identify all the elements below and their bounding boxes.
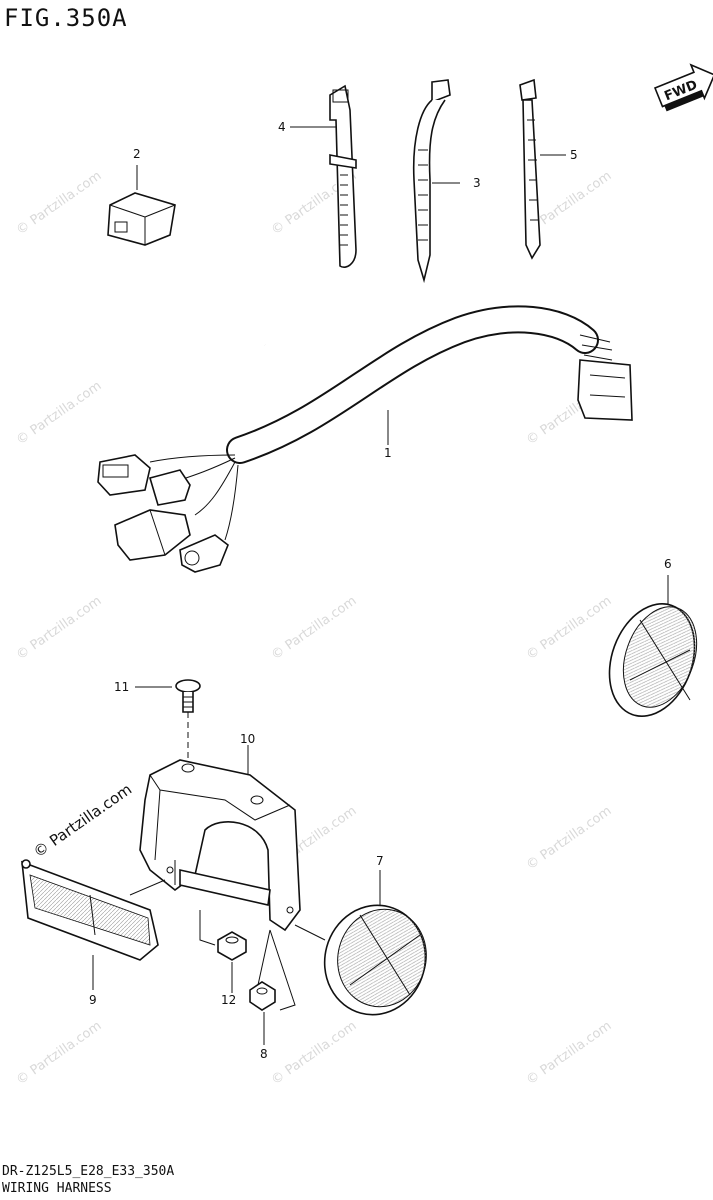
watermark-text: © Partzilla.com [14, 1018, 105, 1088]
wiring-harness-part [97, 305, 633, 573]
callout-2: 2 [133, 147, 141, 161]
diagram-code: DR-Z125L5_E28_E33_350A [2, 1164, 175, 1179]
callout-labels: 2 4 3 5 1 6 11 10 7 9 12 8 [89, 120, 672, 1061]
switch-connector-part [107, 192, 267, 346]
watermark-text-dark: © Partzilla.com [30, 780, 135, 861]
callout-11: 11 [114, 680, 129, 694]
watermark-text: © Partzilla.com [14, 168, 105, 238]
callout-1: 1 [384, 446, 392, 460]
nut-part-8 [249, 981, 276, 1011]
clamp-part [412, 79, 451, 284]
watermark-text: © Partzilla.com [524, 803, 615, 873]
watermark-text: © Partzilla.com [269, 593, 360, 663]
screw-part [175, 679, 201, 713]
reflector-part-7 [323, 904, 427, 1016]
callout-6: 6 [664, 557, 672, 571]
watermark-text: © Partzilla.com [269, 1018, 360, 1088]
callout-9: 9 [89, 993, 97, 1007]
callout-12: 12 [221, 993, 236, 1007]
bracket-part [139, 759, 301, 932]
callout-8: 8 [260, 1047, 268, 1061]
cable-tie-part [519, 78, 541, 260]
callout-10: 10 [240, 732, 255, 746]
callout-5: 5 [570, 148, 578, 162]
nut-part-12 [217, 931, 247, 961]
reflector-part-6 [608, 603, 698, 717]
callout-4: 4 [278, 120, 286, 134]
fwd-arrow-icon: FWD [653, 63, 713, 112]
watermark-text: © Partzilla.com [524, 1018, 615, 1088]
assembly-lines [129, 712, 326, 1011]
callout-7: 7 [376, 854, 384, 868]
watermark-text: © Partzilla.com [14, 593, 105, 663]
diagram-name: WIRING HARNESS [2, 1181, 112, 1196]
reflector-part-9 [21, 859, 159, 961]
watermark-text: © Partzilla.com [524, 593, 615, 663]
callout-3: 3 [473, 176, 481, 190]
callout-leaders [92, 126, 669, 1045]
watermark-text: © Partzilla.com [14, 378, 105, 448]
figure-title: FIG.350A [4, 4, 128, 32]
band-part [329, 84, 357, 268]
